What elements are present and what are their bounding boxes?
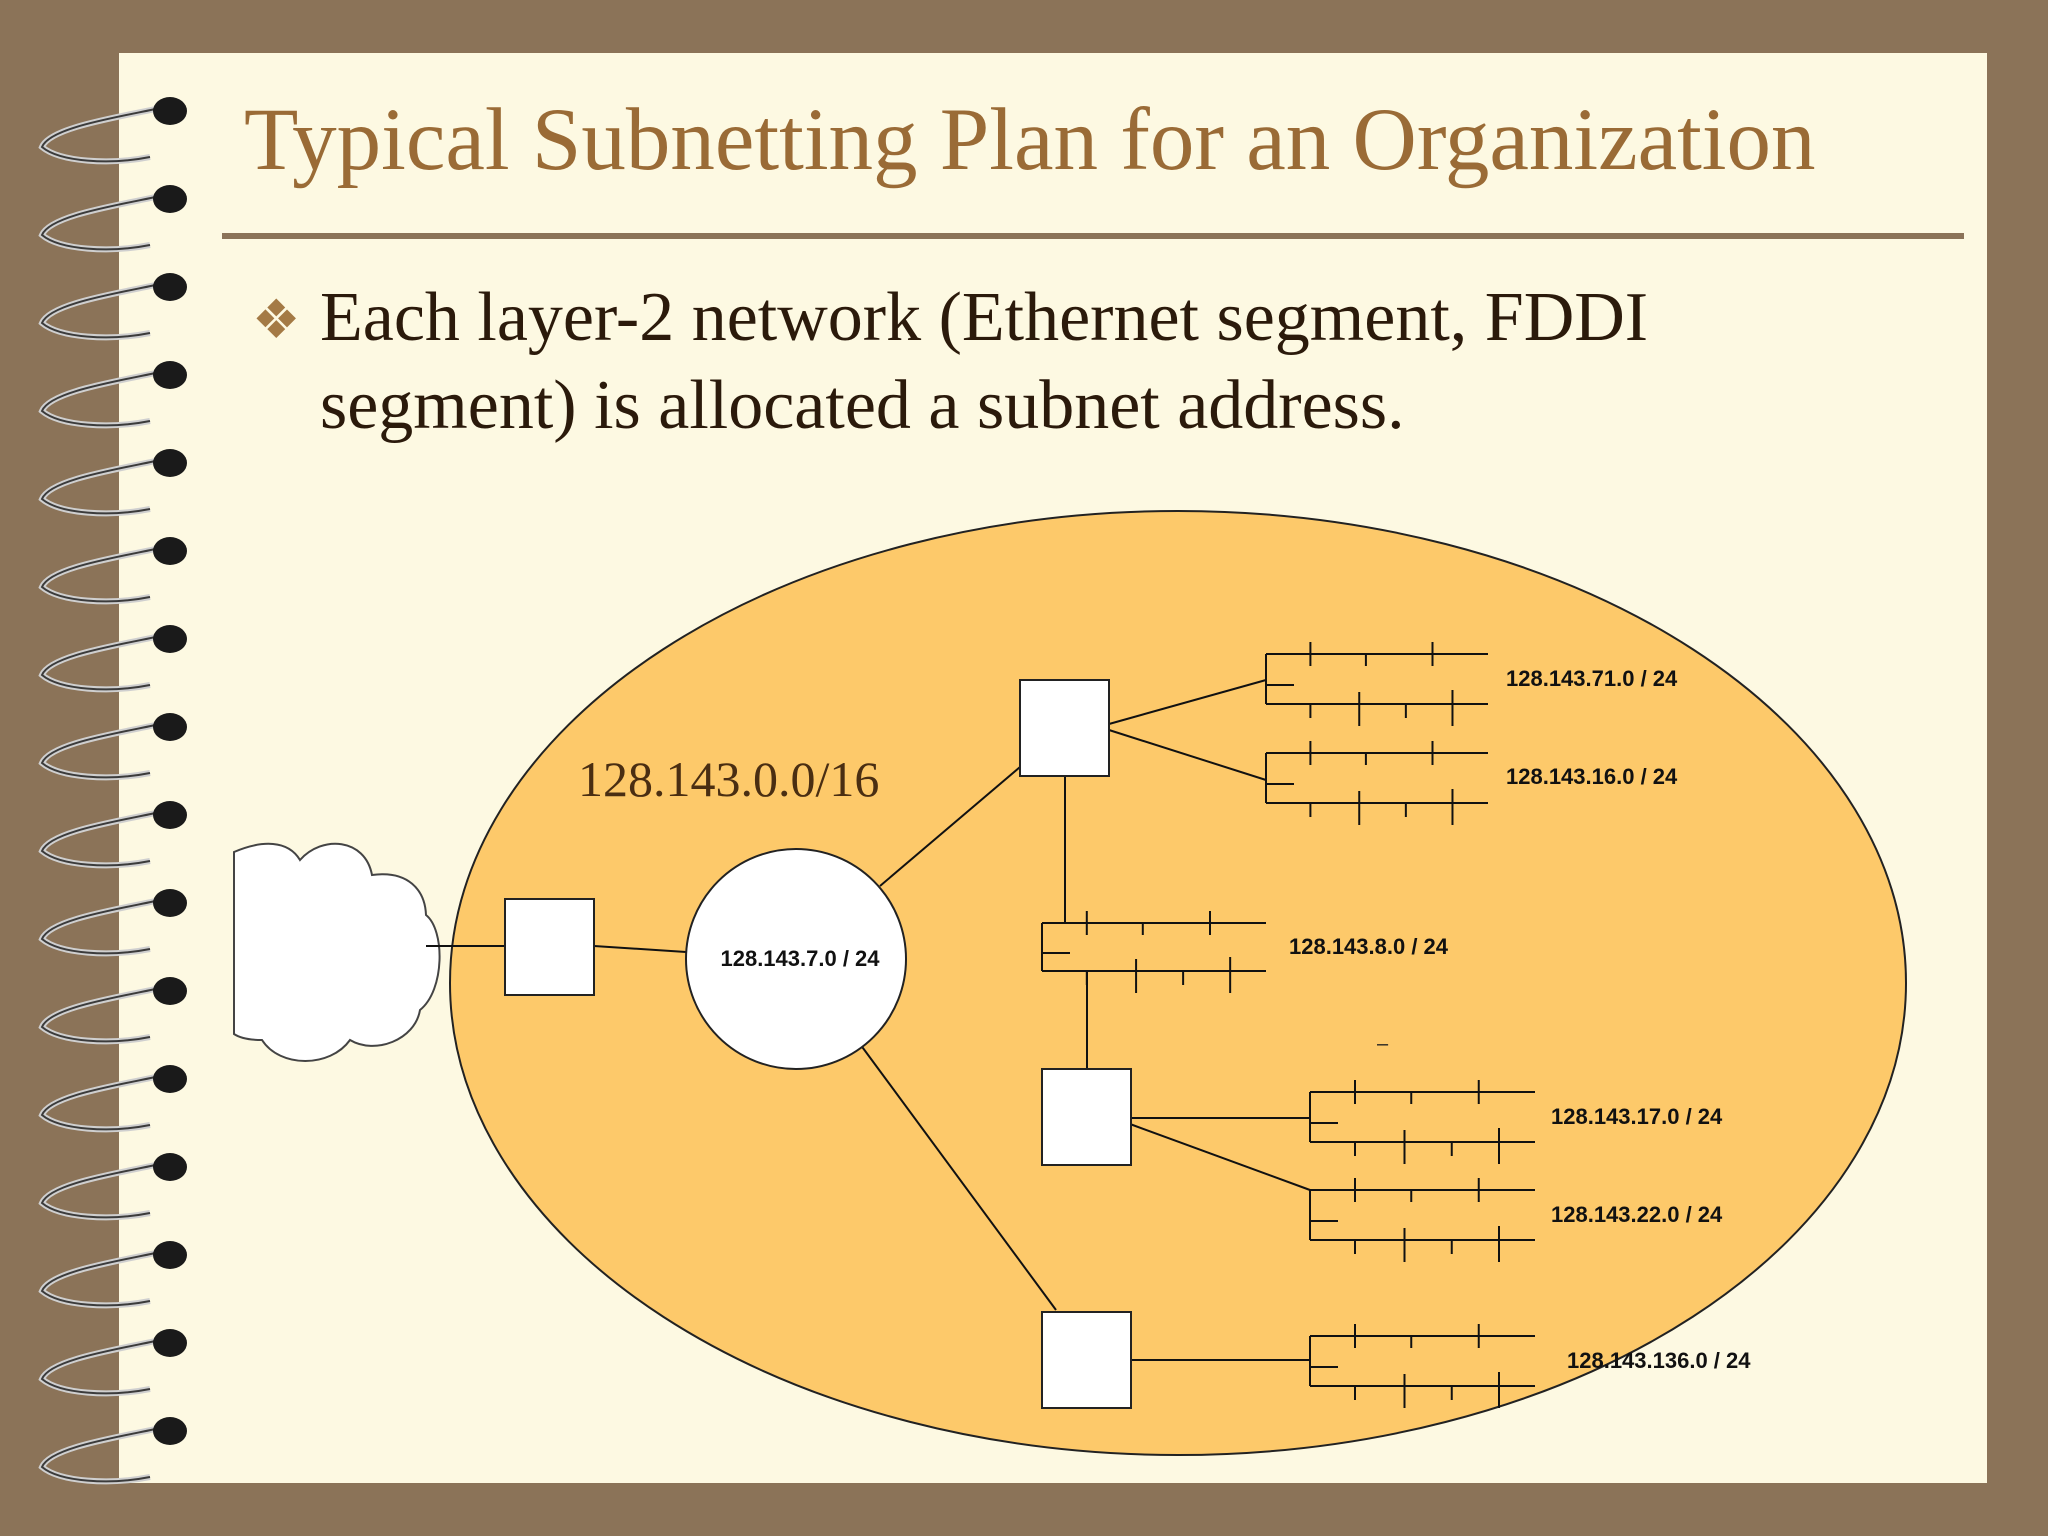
ethernet-segment-17: [1309, 1080, 1535, 1164]
ethernet-segment-136: [1309, 1324, 1535, 1408]
binding-ring: [40, 898, 166, 955]
binding-ring: [40, 634, 166, 691]
organization-network: [449, 510, 1907, 1456]
binding-ring: [40, 810, 166, 867]
subnet-label-71: 128.143.71.0 / 24: [1506, 666, 1678, 691]
binding-ring: [40, 370, 166, 427]
binding-ring: [40, 1250, 166, 1307]
binding-hole: [153, 1065, 187, 1093]
binding-hole: [153, 361, 187, 389]
binding-hole: [153, 977, 187, 1005]
slide-title: Typical Subnetting Plan for an Organizat…: [244, 91, 1816, 189]
binding-hole: [153, 1153, 187, 1181]
subnet-label-16: 128.143.16.0 / 24: [1506, 764, 1678, 789]
bullet-text: Each layer-2 network (Ethernet segment, …: [320, 279, 1649, 444]
title-divider: [222, 233, 1964, 239]
binding-ring: [40, 1338, 166, 1395]
ethernet-segment-16: [1265, 741, 1488, 825]
router-north: [1019, 679, 1110, 777]
ethernet-segment-22: [1309, 1178, 1535, 1262]
binding-hole: [153, 449, 187, 477]
router-south: [1041, 1311, 1132, 1409]
binding-hole: [153, 273, 187, 301]
border-router: [504, 898, 595, 996]
backbone-subnet-label: 128.143.7.0 / 24: [720, 946, 880, 971]
ethernet-segment-71: [1265, 642, 1488, 726]
binding-ring: [40, 282, 166, 339]
binding-ring: [40, 1162, 166, 1219]
subnet-label-136: 128.143.136.0 / 24: [1567, 1348, 1751, 1373]
binding-ring: [40, 722, 166, 779]
organization-prefix: 128.143.0.0/16: [578, 751, 879, 807]
subnet-label-17: 128.143.17.0 / 24: [1551, 1104, 1723, 1129]
subnet-label-22: 128.143.22.0 / 24: [1551, 1202, 1723, 1227]
diamond-bullet-icon: ❖: [252, 290, 301, 350]
binding-hole: [153, 1417, 187, 1445]
binding-hole: [153, 537, 187, 565]
binding-ring: [40, 1426, 166, 1483]
binding-ring: [40, 1074, 166, 1131]
binding-ring: [40, 194, 166, 251]
binding-hole: [153, 185, 187, 213]
binding-hole: [153, 625, 187, 653]
binding-ring: [40, 458, 166, 515]
ethernet-segment-8: [1041, 911, 1266, 993]
router-middle: [1041, 1068, 1132, 1166]
dash-mark: –: [1377, 1033, 1389, 1055]
binding-ring: [40, 546, 166, 603]
binding-hole: [153, 97, 187, 125]
internet-cloud: [233, 842, 441, 1062]
backbone-network: [685, 848, 907, 1070]
binding-ring: [40, 106, 166, 163]
binding-hole: [153, 713, 187, 741]
binding-hole: [153, 801, 187, 829]
subnet-label-8: 128.143.8.0 / 24: [1289, 934, 1449, 959]
binding-hole: [153, 1241, 187, 1269]
binding-ring: [40, 986, 166, 1043]
spiral-binding: [38, 97, 187, 1485]
network-links: [426, 679, 1311, 1361]
binding-hole: [153, 1329, 187, 1357]
binding-hole: [153, 889, 187, 917]
